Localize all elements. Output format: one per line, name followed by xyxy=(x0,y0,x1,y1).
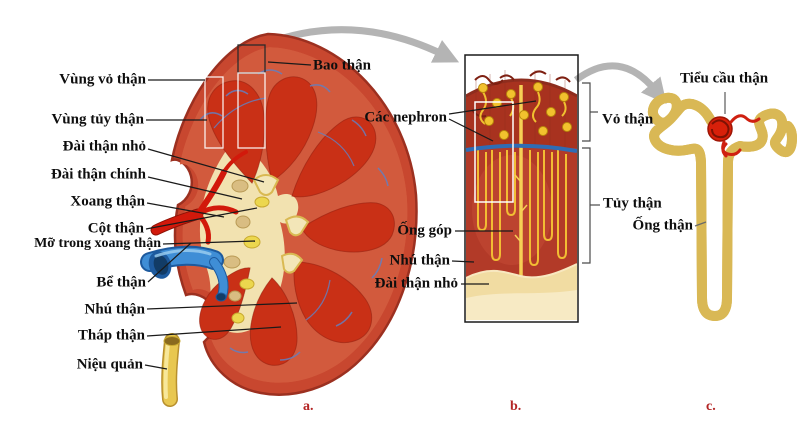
label-dai-than-nho: Đài thận nhỏ xyxy=(62,138,146,155)
label-cac-nephron: Các nephron xyxy=(364,109,447,126)
glomerulus xyxy=(707,116,733,142)
panel-a-kidney-illustration xyxy=(140,32,418,407)
nephron-region-box xyxy=(474,101,514,203)
label-tuy-than: Tủy thận xyxy=(603,195,662,212)
renal-vein xyxy=(140,245,229,302)
renal-artery xyxy=(150,150,248,245)
label-vo-than: Vỏ thận xyxy=(602,111,654,128)
label-ong-gop: Ống góp xyxy=(397,222,452,239)
panel-letter-a: a. xyxy=(303,399,314,414)
label-nhu-than: Nhú thận xyxy=(84,301,145,318)
label-dai-than-nho-b: Đài thận nhỏ xyxy=(374,275,458,292)
ureter xyxy=(161,333,181,407)
zoom-arrow-b-to-c xyxy=(573,62,667,104)
arcuate-vessels xyxy=(466,143,577,153)
arterioles xyxy=(721,114,761,158)
glomeruli xyxy=(478,82,572,140)
zoom-region-box-kidney xyxy=(237,72,266,149)
nephron-tubule xyxy=(653,98,797,321)
label-be-than: Bể thận xyxy=(96,274,146,291)
minor-calyces xyxy=(252,174,310,274)
label-bao-than: Bao thận xyxy=(313,57,371,74)
label-ong-than: Ống thận xyxy=(632,217,693,234)
medulla-tubules xyxy=(477,150,567,267)
label-tieu-cau-than: Tiểu cầu thận xyxy=(679,70,769,87)
label-thap-than: Tháp thận xyxy=(77,327,145,344)
cortex-medulla-region-box xyxy=(204,76,224,149)
panel-b-zoom-illustration xyxy=(464,54,579,323)
label-mo-trong-xoang-than: Mỡ trong xoang thận xyxy=(34,236,161,251)
label-nhu-than-b: Nhú thận xyxy=(389,252,450,269)
label-vung-tuy-than: Vùng tủy thận xyxy=(51,111,144,128)
label-dai-than-chinh: Đài thận chính xyxy=(50,166,146,183)
label-xoang-than: Xoang thận xyxy=(70,193,145,210)
label-nieu-quan: Niệu quản xyxy=(76,356,143,373)
sinus-fat-and-openings xyxy=(223,179,270,324)
panel-letter-b: b. xyxy=(510,399,522,414)
panel-letter-c: c. xyxy=(706,399,716,414)
panel-b-border xyxy=(464,54,579,323)
renal-pyramids xyxy=(199,76,395,366)
leader-lines xyxy=(144,61,726,370)
panel-c-nephron-illustration xyxy=(653,98,797,321)
label-cot-than: Cột thận xyxy=(87,220,144,237)
label-vung-vo-than: Vùng vỏ thận xyxy=(59,71,146,88)
